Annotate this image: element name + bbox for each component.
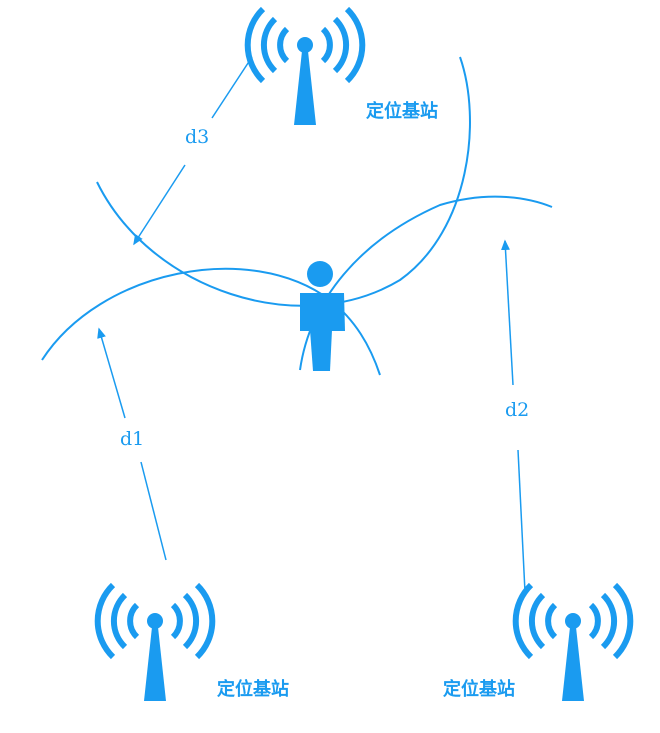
d2-arrow [501,239,514,386]
antenna-tower-icon [98,585,213,701]
range-circle-left [41,267,381,376]
antenna-tower-icon [248,9,363,125]
d2-line [517,449,526,593]
d3-line [211,56,253,119]
station-label-bottom-left: 定位基站 [217,679,289,700]
distance-label-d3: d3 [185,126,210,148]
d3-arrow [133,164,186,246]
person-icon [300,261,345,371]
distance-label-d2: d2 [505,399,530,421]
d1-arrow [97,327,126,419]
range-circle-top [96,56,471,307]
distance-label-d1: d1 [120,428,145,450]
station-label-bottom-right: 定位基站 [443,679,515,700]
antenna-tower-icon [516,585,631,701]
station-label-top: 定位基站 [366,101,438,122]
range-circle-right [299,195,553,371]
d1-line [140,461,167,561]
